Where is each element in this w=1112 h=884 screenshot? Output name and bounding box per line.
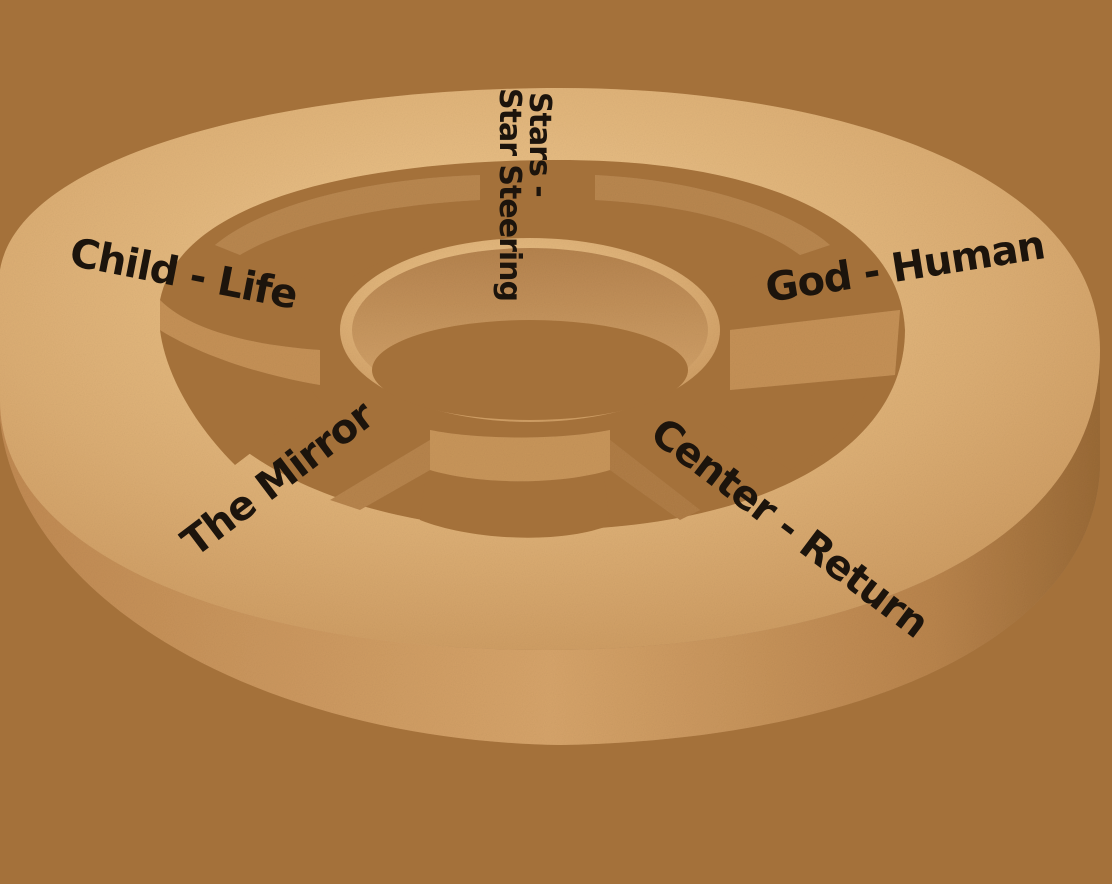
wheel-top-face [0,88,1100,650]
wheel-side-wall [0,300,1100,745]
spoke-label-star-steering: Star Steering [492,88,527,301]
spoke-label-stars: Stars - [522,92,557,197]
wheel-hub [340,238,720,422]
wheel-inner-walls [160,175,900,520]
